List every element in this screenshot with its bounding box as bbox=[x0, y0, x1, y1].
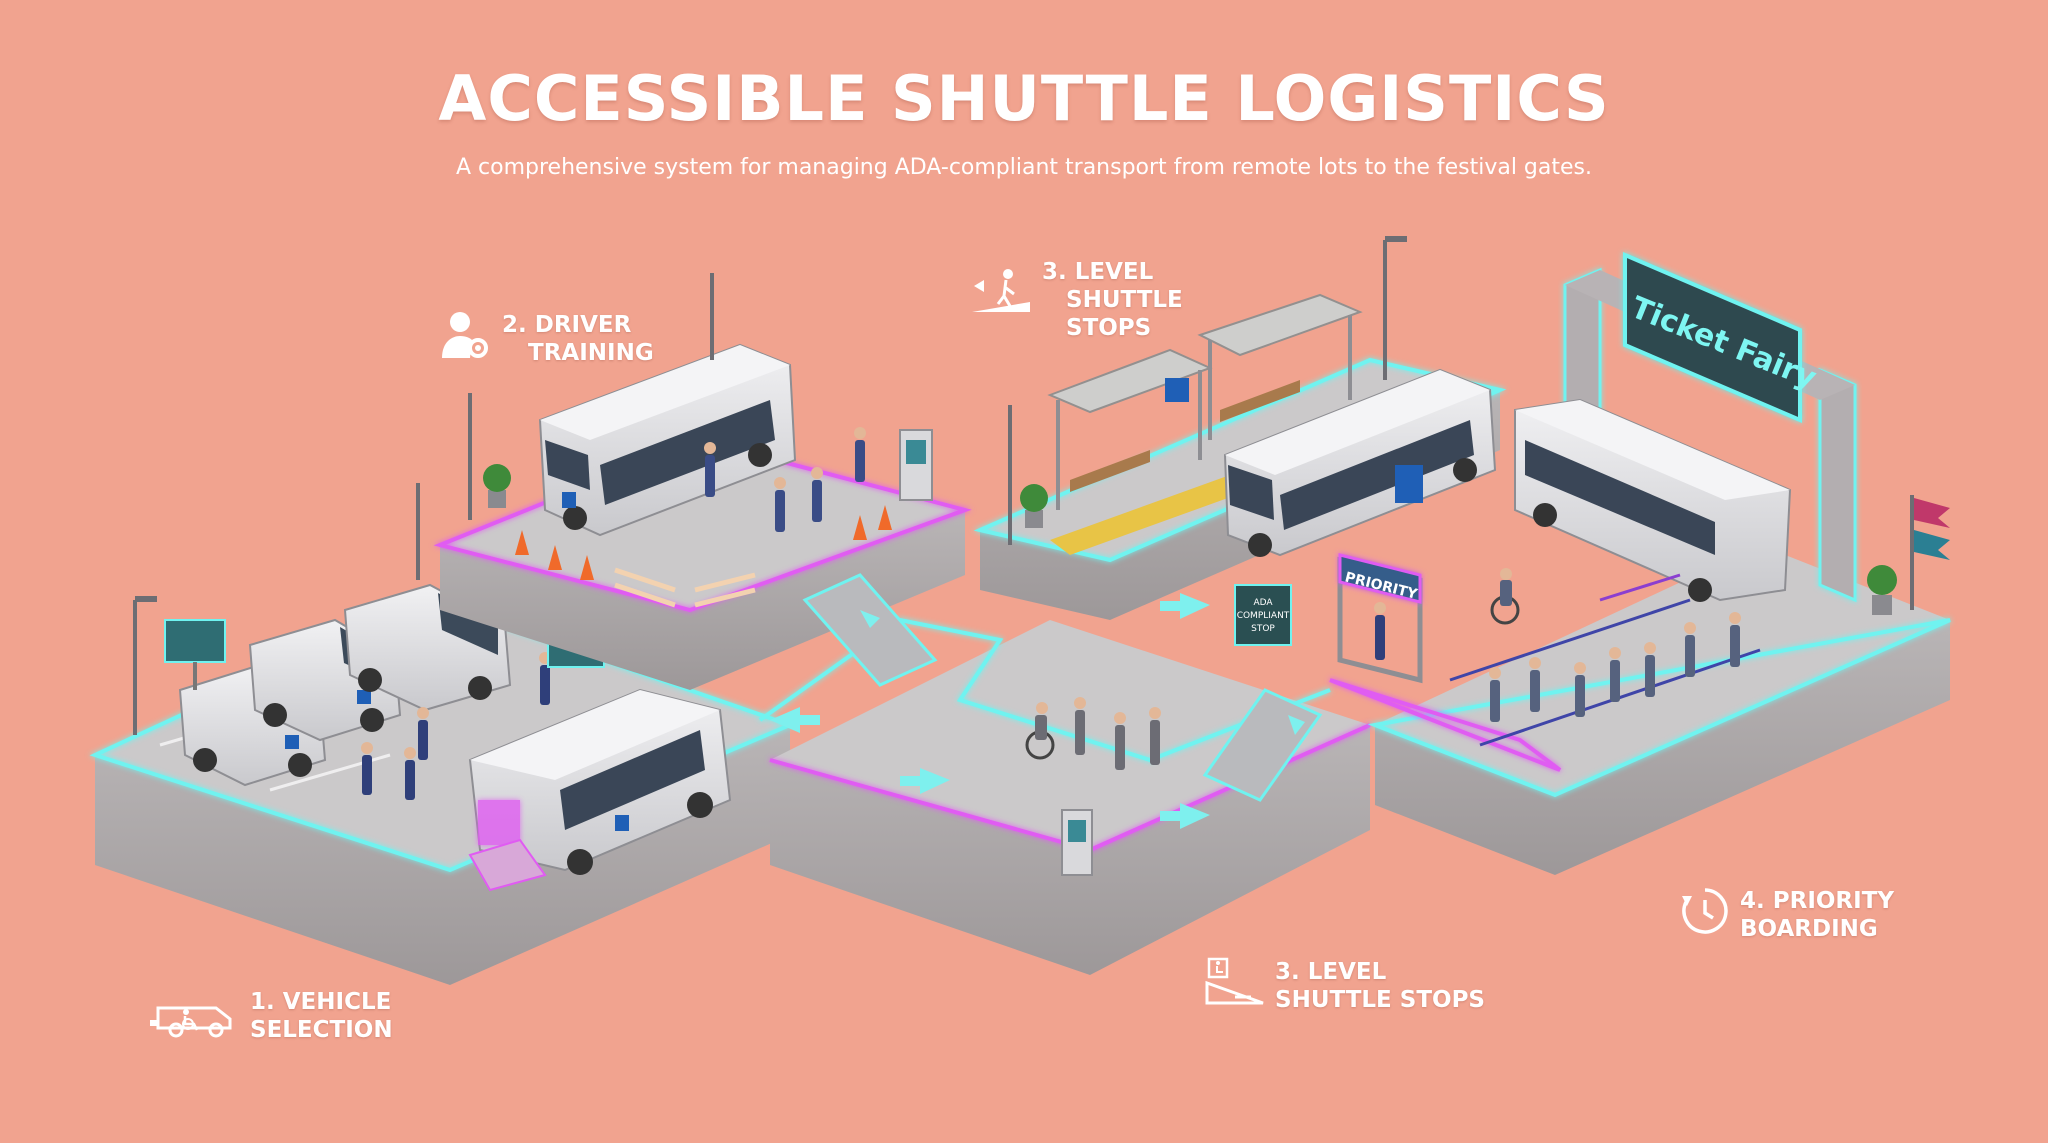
step-subtitle: BOARDING bbox=[1740, 915, 1878, 942]
street-lamp bbox=[416, 273, 714, 580]
queue-figures bbox=[1374, 568, 1741, 722]
platform-level-stops: ADA COMPLIANT STOP bbox=[973, 236, 1507, 646]
step-title: 3. LEVEL bbox=[1275, 958, 1387, 985]
shuttle-bus-with-ramp bbox=[468, 688, 732, 892]
accessible-ramp bbox=[802, 573, 1323, 802]
trainee-figures bbox=[704, 427, 866, 532]
step-subtitle: SHUTTLE STOPS bbox=[1275, 986, 1485, 1013]
step-subtitle: SELECTION bbox=[250, 1016, 393, 1043]
ada-stop-sign: ADA COMPLIANT STOP bbox=[1234, 584, 1292, 646]
step-title: 2. DRIVER bbox=[502, 311, 632, 338]
step-vehicle-selection: 1. VEHICLE SELECTION bbox=[150, 986, 393, 1045]
direction-arrows bbox=[770, 593, 1210, 829]
page-title: ACCESSIBLE SHUTTLE LOGISTICS bbox=[438, 62, 1610, 135]
clock-icon bbox=[1680, 886, 1730, 943]
bus-shelter bbox=[1047, 293, 1363, 510]
street-lamp bbox=[133, 596, 157, 735]
platform-central-path bbox=[758, 573, 1371, 975]
barricades bbox=[614, 567, 756, 608]
step-title: 1. VEHICLE bbox=[250, 988, 392, 1015]
svg-text:ADA: ADA bbox=[1253, 598, 1273, 608]
ticket-kiosk bbox=[899, 429, 933, 501]
guest-figures bbox=[1025, 697, 1161, 770]
step-driver-training: 2. DRIVER TRAINING bbox=[440, 308, 654, 369]
step-title: 4. PRIORITY bbox=[1740, 887, 1895, 914]
ticket-kiosk bbox=[1061, 809, 1093, 876]
step-subtitle: TRAINING bbox=[528, 339, 654, 366]
street-lamp bbox=[1008, 236, 1407, 545]
accessible-ramp-icon bbox=[1205, 957, 1265, 1014]
level-boarding-icon bbox=[970, 266, 1032, 321]
step-subtitle: SHUTTLE bbox=[1066, 287, 1183, 313]
svg-text:COMPLIANT: COMPLIANT bbox=[1237, 611, 1290, 621]
priority-shuttle-bus bbox=[1514, 398, 1792, 602]
potted-plant bbox=[483, 464, 511, 508]
page-subtitle: A comprehensive system for managing ADA-… bbox=[455, 155, 1592, 180]
traffic-cones bbox=[515, 505, 892, 580]
step-level-shuttle-stops-top: 3. LEVEL SHUTTLE STOPS bbox=[970, 258, 1183, 342]
potted-plant bbox=[1020, 484, 1048, 528]
platform-priority-boarding: Ticket Fairy PRIORITY bbox=[1329, 251, 1951, 875]
platform-vehicle-lot bbox=[89, 583, 796, 985]
driver-gear-icon bbox=[440, 308, 492, 369]
flags bbox=[1910, 495, 1950, 610]
step-level-shuttle-stops-bottom: 3. LEVEL SHUTTLE STOPS bbox=[1205, 957, 1485, 1014]
bench bbox=[1070, 380, 1300, 492]
svg-text:STOP: STOP bbox=[1251, 624, 1275, 634]
platform-driver-training bbox=[416, 273, 972, 690]
step-title: 3. LEVEL bbox=[1042, 259, 1154, 285]
training-shuttle-bus bbox=[538, 343, 797, 537]
shuttle-bus-at-stop bbox=[1223, 368, 1497, 557]
potted-plant bbox=[1867, 565, 1897, 615]
step-priority-boarding: 4. PRIORITY BOARDING bbox=[1680, 886, 1894, 943]
wheelchair-van-icon bbox=[150, 986, 240, 1045]
step-subtitle-2: STOPS bbox=[1066, 315, 1152, 341]
